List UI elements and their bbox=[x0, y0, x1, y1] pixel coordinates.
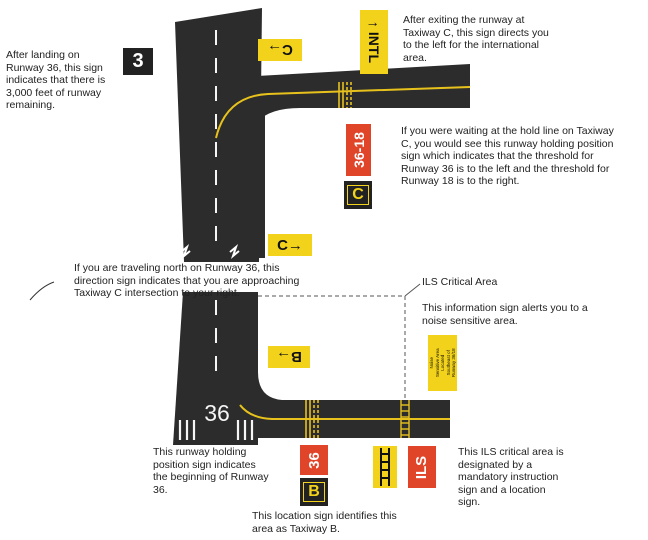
taxiway-c-direction-top-text: C→ bbox=[267, 41, 293, 59]
noise-info-sign-text: Noise Sensitive Area Located Southeast o… bbox=[428, 348, 456, 378]
hold-line-upper bbox=[338, 82, 352, 108]
runway-upper bbox=[175, 8, 262, 262]
ils-sign: ILS bbox=[408, 446, 436, 488]
ils-text: ILS bbox=[413, 455, 431, 479]
note-location: This location sign identifies this area … bbox=[252, 510, 397, 535]
left-arc bbox=[29, 281, 55, 301]
hold-36-sign: 36 bbox=[300, 445, 328, 475]
taxiway-centerline-upper bbox=[215, 86, 471, 139]
taxiway-b-direction-sign: B→ bbox=[268, 346, 310, 368]
note-direction: If you are traveling north on Runway 36,… bbox=[74, 262, 300, 299]
distance-remaining-sign: 3 bbox=[123, 48, 153, 75]
location-b-text: B bbox=[303, 482, 325, 502]
note-ils-critical: This ILS critical area is designated by … bbox=[458, 446, 564, 508]
ils-boundary-ladder-icon bbox=[380, 448, 390, 486]
taxiway-c-upper bbox=[257, 64, 470, 108]
hold-line-lower bbox=[305, 400, 319, 438]
taxiway-c-direction-sign: C→ bbox=[268, 234, 312, 256]
ils-area-leader bbox=[404, 283, 421, 297]
location-c-sign: C bbox=[344, 181, 372, 209]
noise-info-sign: Noise Sensitive Area Located Southeast o… bbox=[428, 335, 457, 391]
note-remaining: After landing on Runway 36, this sign in… bbox=[6, 49, 106, 111]
intl-direction-sign: ↑ INTL bbox=[360, 10, 388, 74]
intl-direction-text: ↑ INTL bbox=[366, 21, 382, 63]
taxiway-c-fillet bbox=[257, 76, 284, 108]
runway-number-marking: 36 bbox=[200, 400, 234, 426]
hold-36-text: 36 bbox=[305, 451, 323, 469]
note-intl: After exiting the runway at Taxiway C, t… bbox=[403, 14, 549, 64]
hold-36-18-sign: 36-18 bbox=[345, 123, 372, 177]
taxiway-c-direction-sign-top: C→ bbox=[258, 39, 302, 61]
note-ils-area-label: ILS Critical Area bbox=[422, 276, 498, 288]
note-noise-info: This information sign alerts you to a no… bbox=[422, 302, 588, 327]
runway-number-text: 36 bbox=[204, 399, 230, 426]
note-hold-line: If you were waiting at the hold line on … bbox=[401, 125, 614, 187]
distance-remaining-value: 3 bbox=[132, 50, 144, 72]
hold-36-18-text: 36-18 bbox=[350, 132, 367, 168]
note-runway-hold: This runway holding position sign indica… bbox=[153, 446, 269, 496]
location-c-text: C bbox=[347, 185, 369, 205]
location-b-sign: B bbox=[300, 478, 328, 506]
ils-hold-line bbox=[400, 400, 410, 438]
ils-critical-area-boundary-sign bbox=[373, 446, 397, 488]
threshold-bars bbox=[178, 420, 254, 440]
taxiway-c-direction-text: C→ bbox=[277, 236, 303, 254]
taxiway-centerline-lower bbox=[239, 404, 450, 420]
taxiway-b-direction-text: B→ bbox=[276, 348, 302, 366]
